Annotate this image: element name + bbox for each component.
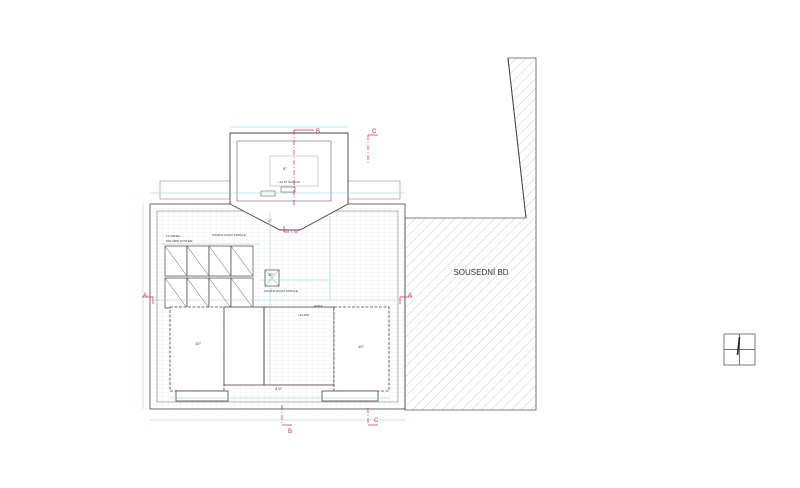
right-wing-slope: 10° bbox=[358, 344, 364, 349]
section-b-bottom: B bbox=[288, 429, 292, 435]
solar-label: FV PANEL bbox=[166, 234, 181, 238]
section-markers bbox=[142, 129, 412, 426]
solar-sublabel: SOLÁRNÍ SYSTÉM bbox=[166, 238, 193, 243]
dimension-lines bbox=[142, 126, 405, 421]
orientation-symbol bbox=[723, 333, 756, 366]
skylight-top-label: OSVĚTLOVACÍ KOPULE bbox=[212, 232, 246, 237]
center-slope: 10° bbox=[268, 272, 274, 277]
dormer-shaft: 5° +14,97 ŠACHTA 4° bbox=[229, 132, 349, 231]
section-c-bottom: C bbox=[374, 418, 379, 424]
section-marker-labels: B C B C A A bbox=[143, 129, 412, 435]
section-b-top: B bbox=[316, 129, 320, 135]
solar-panel-array: FV PANEL SOLÁRNÍ SYSTÉM OSVĚTLOVACÍ KOPU… bbox=[164, 232, 254, 309]
neighbor-label: SOUSEDNÍ BD bbox=[453, 268, 508, 277]
section-a-right: A bbox=[408, 293, 412, 299]
skylight-mid-label: OSVĚTLOVACÍ KOPULE bbox=[264, 288, 298, 293]
section-a-left: A bbox=[143, 293, 147, 299]
dormer-slope: 5° bbox=[283, 166, 287, 171]
left-wing-slope: 10° bbox=[195, 341, 201, 346]
lower-roof-wings: 10° 10° 3,5° bbox=[169, 306, 390, 402]
neighbor-building: SOUSEDNÍ BD bbox=[404, 57, 537, 411]
level-tag: +13,200 bbox=[298, 313, 309, 317]
bottom-slope: 3,5° bbox=[275, 386, 283, 391]
center-skylight: 10° OSVĚTLOVACÍ KOPULE ATIKA +13,200 bbox=[264, 269, 322, 317]
attic-tag: ATIKA bbox=[314, 304, 322, 308]
section-c-top: C bbox=[372, 129, 377, 135]
dormer-note: +14,97 ŠACHTA bbox=[278, 179, 300, 184]
